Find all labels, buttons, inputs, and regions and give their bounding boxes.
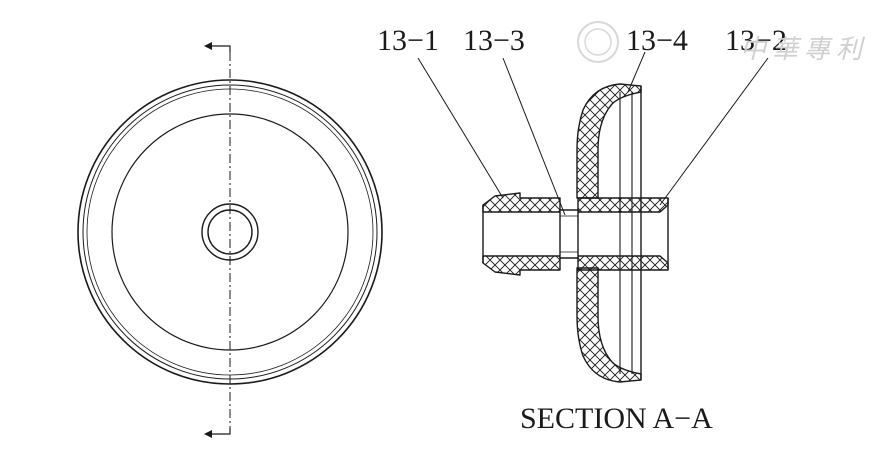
inner-body-circle: [111, 113, 349, 351]
label-13-2: 13−2: [725, 24, 787, 57]
disc-wall-lower: [576, 267, 642, 383]
inlet-wall-lower: [482, 255, 561, 276]
seal-ring: [559, 209, 579, 259]
watermark-seal-icon: [577, 21, 619, 63]
label-13-3: 13−3: [463, 24, 525, 57]
watermark-seal-inner-icon: [584, 28, 612, 56]
section-caption: SECTION A−A: [520, 402, 713, 435]
inlet-wall-upper: [482, 192, 561, 213]
arrowhead-top-icon: [204, 42, 212, 50]
section-arrow-bottom: [212, 428, 231, 435]
leader-lines: [417, 51, 769, 216]
watermark-text: 中華專利: [740, 35, 868, 65]
arrowhead-bottom-icon: [204, 430, 212, 438]
outlet-wall-lower: [577, 255, 669, 271]
leader-13-4: [627, 51, 646, 93]
section-view: [482, 83, 669, 383]
outer-rim-circle: [77, 79, 383, 385]
front-view: [77, 42, 383, 438]
disc-wall-upper: [576, 83, 642, 199]
outer-rim-inner-circle: [82, 84, 378, 380]
leader-13-3: [502, 57, 566, 216]
leader-13-2: [659, 57, 769, 206]
label-13-4: 13−4: [626, 24, 688, 57]
section-arrow-top: [212, 45, 231, 52]
outlet-wall-upper: [577, 197, 669, 213]
leader-13-1: [417, 57, 504, 199]
label-13-1: 13−1: [377, 24, 439, 57]
watermark: 中華專利: [577, 21, 868, 65]
